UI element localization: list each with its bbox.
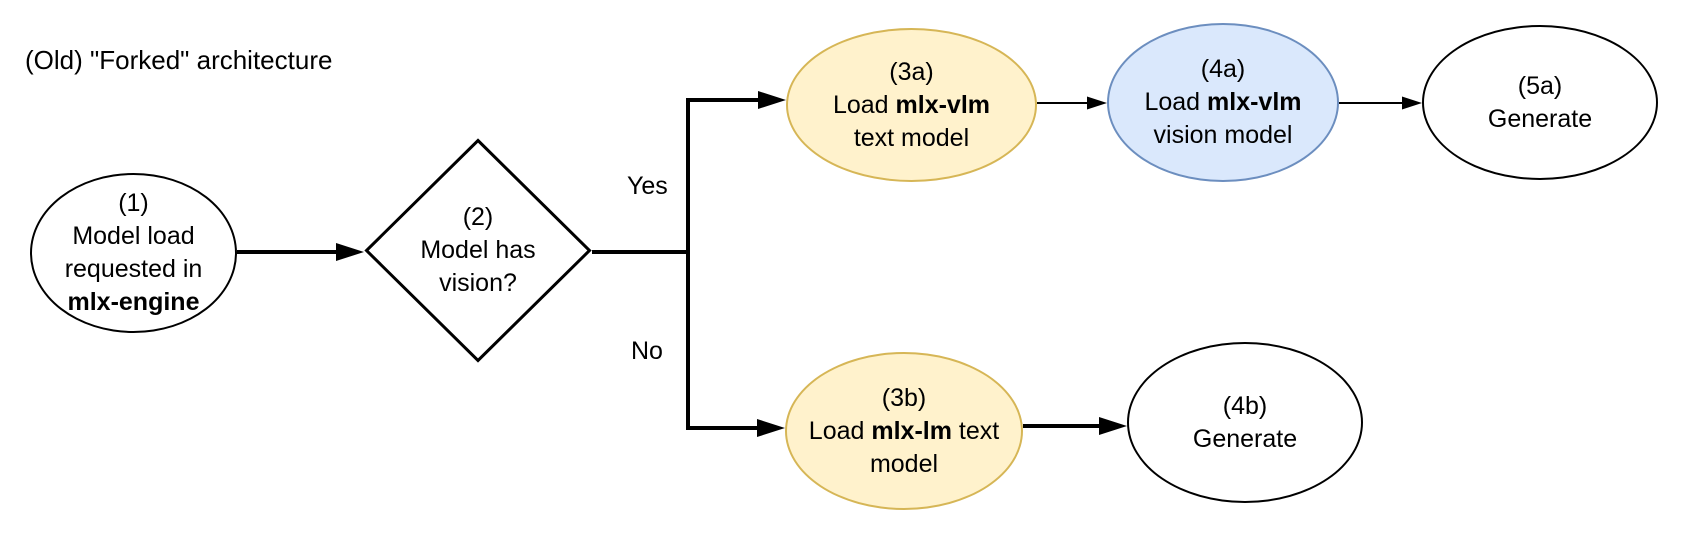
node-3b-load-mlx-lm-text-model: (3b) Load mlx-lm text model: [785, 352, 1023, 510]
node-4b-label: (4b) Generate: [1192, 391, 1298, 453]
edge-3a-to-4a: [1037, 96, 1107, 110]
node-5a-generate: (5a) Generate: [1422, 25, 1658, 180]
arrowhead-icon: [336, 243, 364, 261]
diagram-title: (Old) "Forked" architecture: [25, 45, 333, 75]
arrowhead-icon: [758, 91, 786, 109]
edge-line: [592, 98, 760, 254]
arrowhead-icon: [757, 419, 785, 437]
node-1-model-load-requested: (1) Model load requested in mlx-engine: [30, 173, 237, 333]
arrowhead-icon: [1402, 96, 1422, 110]
node-4a-label: (4a) Load mlx-vlm vision model: [1144, 55, 1302, 149]
node-3a-label: (3a) Load mlx-vlm text model: [832, 57, 991, 152]
edge-line: [686, 250, 759, 430]
arrowhead-icon: [1099, 417, 1127, 435]
node-2-model-has-vision-decision: (2) Model has vision?: [364, 138, 592, 363]
edge-2-to-3b-no-branch: [686, 250, 785, 437]
edge-4a-to-5a: [1339, 96, 1422, 110]
node-3a-load-mlx-vlm-text-model: (3a) Load mlx-vlm text model: [786, 28, 1037, 182]
node-4a-load-mlx-vlm-vision-model: (4a) Load mlx-vlm vision model: [1107, 23, 1339, 182]
node-5a-label: (5a) Generate: [1487, 71, 1593, 133]
arrowhead-icon: [1087, 96, 1107, 110]
edge-label-no: No: [631, 337, 663, 365]
diamond-shape: [364, 138, 592, 363]
node-2-label: (2) Model has vision?: [420, 203, 536, 297]
node-4b-generate: (4b) Generate: [1127, 342, 1363, 503]
edge-3b-to-4b: [1023, 417, 1127, 435]
edge-2-to-3a-yes-branch: [592, 91, 786, 254]
edge-label-yes: Yes: [627, 172, 668, 200]
edge-1-to-2: [237, 243, 364, 261]
node-3b-label: (3b) Load mlx-lm text model: [808, 383, 1000, 478]
node-1-label: (1) Model load requested in mlx-engine: [64, 189, 203, 316]
